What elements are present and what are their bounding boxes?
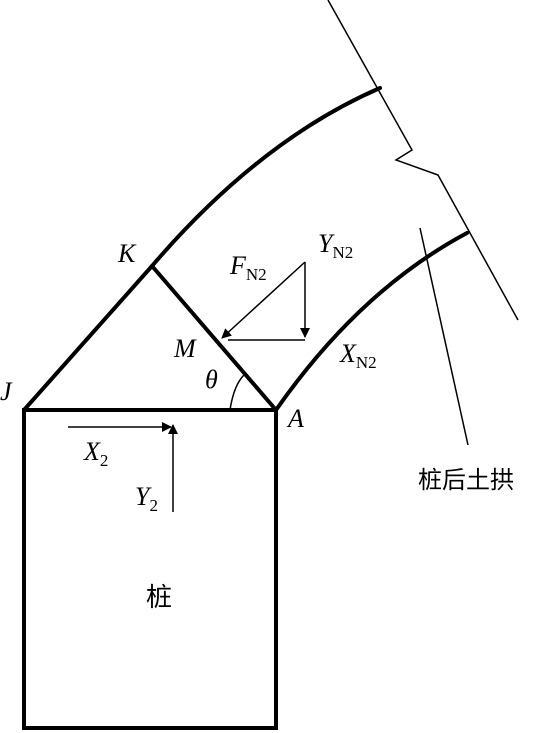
force-label-Y-N2-main: Y — [318, 229, 335, 258]
point-label-J: J — [0, 377, 13, 406]
force-label-F-N2-sub: N2 — [246, 265, 267, 284]
edge-KA — [150, 264, 278, 412]
point-label-K: K — [117, 239, 137, 268]
arch-break-line — [327, 0, 519, 321]
force-label-F-N2: FN2 — [229, 251, 267, 284]
force-label-X2: X2 — [83, 437, 108, 470]
force-label-Y2: Y2 — [135, 482, 158, 515]
angle-label-theta: θ — [205, 365, 218, 394]
force-label-X2-main: X — [83, 437, 101, 466]
force-label-Y2-main: Y — [135, 482, 152, 511]
soil-arch-label: 桩后土拱 — [418, 466, 514, 494]
soil-arch-leader — [419, 227, 469, 446]
force-label-Y-N2: YN2 — [318, 229, 353, 262]
pile-rectangle — [22, 408, 278, 730]
force-label-Y2-sub: 2 — [149, 496, 158, 515]
point-label-A: A — [286, 404, 304, 433]
force-label-X-N2: XN2 — [339, 339, 377, 372]
force-F-N2-arrow — [221, 261, 306, 339]
arch-outer-curve — [150, 86, 382, 268]
theta-arc — [229, 373, 246, 411]
force-label-F-N2-main: F — [229, 251, 247, 280]
force-label-Y-N2-sub: N2 — [332, 243, 353, 262]
edge-JK — [22, 264, 154, 412]
force-label-X-N2-sub: N2 — [356, 353, 377, 372]
arch-inner-curve — [274, 231, 469, 412]
point-label-M: M — [173, 334, 197, 363]
force-label-X-N2-main: X — [339, 339, 357, 368]
force-label-X2-sub: 2 — [100, 451, 109, 470]
pile-label: 桩 — [146, 583, 172, 613]
